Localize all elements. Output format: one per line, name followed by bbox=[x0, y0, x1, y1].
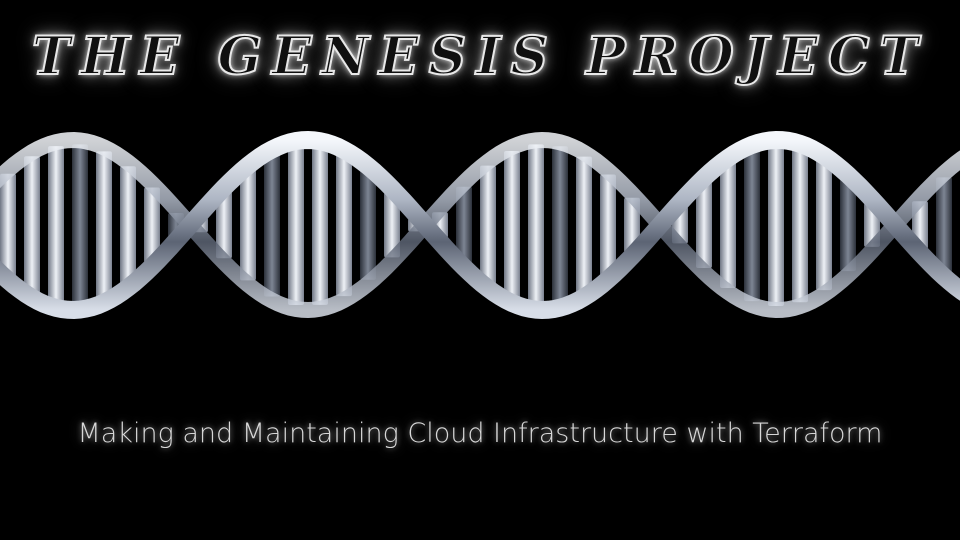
helix-rung bbox=[216, 191, 232, 259]
helix-rung bbox=[720, 162, 736, 288]
helix-rung bbox=[816, 159, 832, 291]
helix-rung bbox=[840, 178, 856, 272]
helix-rung bbox=[552, 146, 568, 304]
helix-rung bbox=[288, 145, 304, 305]
helix-rung bbox=[744, 148, 760, 302]
helix-rung bbox=[264, 153, 280, 297]
helix-rung bbox=[24, 156, 40, 294]
helix-rung bbox=[96, 151, 112, 299]
helix-strand-front bbox=[0, 130, 960, 320]
slide-title: THE GENESIS PROJECT bbox=[31, 25, 929, 88]
helix-rung bbox=[72, 144, 88, 306]
helix-rung bbox=[624, 197, 640, 253]
helix-rung bbox=[528, 144, 544, 306]
helix-rung bbox=[600, 174, 616, 276]
helix-strand-back bbox=[0, 131, 960, 319]
helix-rung bbox=[144, 187, 160, 263]
helix-rung bbox=[312, 145, 328, 305]
helix-rung bbox=[336, 153, 352, 297]
helix-rung bbox=[504, 151, 520, 299]
helix-rung bbox=[576, 156, 592, 294]
helix-rung bbox=[768, 144, 784, 306]
dna-double-helix-icon bbox=[0, 130, 960, 320]
helix-rung bbox=[360, 170, 376, 280]
helix-rung bbox=[696, 181, 712, 269]
helix-rung bbox=[0, 173, 16, 277]
helix-rung bbox=[48, 146, 64, 304]
slide-subtitle: Making and Maintaining Cloud Infrastruct… bbox=[77, 418, 883, 449]
helix-rung bbox=[120, 166, 136, 284]
helix-rung bbox=[936, 177, 952, 273]
helix-rung bbox=[240, 169, 256, 281]
helix-rung bbox=[384, 192, 400, 258]
helix-rung bbox=[792, 147, 808, 303]
helix-rung bbox=[480, 165, 496, 285]
helix-rung bbox=[456, 186, 472, 264]
